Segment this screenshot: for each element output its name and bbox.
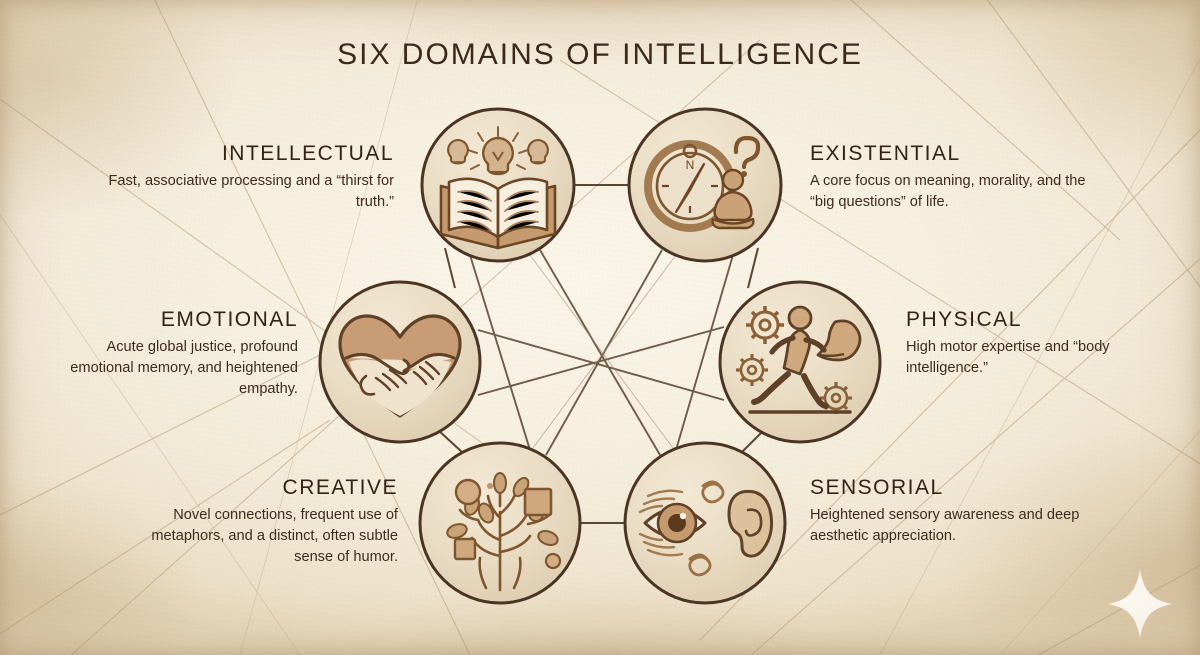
node-existential[interactable]: N [627,107,783,263]
label-physical: PHYSICAL High motor expertise and “body … [906,308,1156,379]
description-emotional: Acute global justice, profound emotional… [70,339,298,397]
description-creative: Novel connections, frequent use of metap… [151,507,398,565]
label-sensorial: SENSORIAL Heightened sensory awareness a… [810,476,1102,547]
page-title: SIX DOMAINS OF INTELLIGENCE [337,38,863,71]
heading-emotional: EMOTIONAL [160,308,298,331]
heading-intellectual: INTELLECTUAL [221,142,394,165]
running-figure-gears-bicep-icon [736,305,862,414]
faint-connection-lines [529,254,677,453]
node-emotional[interactable] [318,280,482,444]
four-point-star-sparkle [1108,570,1172,638]
label-creative: CREATIVE Novel connections, frequent use… [130,476,398,567]
node-creative[interactable] [418,441,582,605]
node-physical[interactable] [718,280,882,444]
connection-lines [437,184,763,524]
description-physical: High motor expertise and “body intellige… [906,339,1110,376]
description-existential: A core focus on meaning, morality, and t… [810,173,1086,210]
heading-existential: EXISTENTIAL [810,142,961,165]
label-existential: EXISTENTIAL A core focus on meaning, mor… [810,142,1102,213]
node-sensorial[interactable] [623,441,787,605]
description-sensorial: Heightened sensory awareness and deep ae… [810,507,1080,544]
label-intellectual: INTELLECTUAL Fast, associative processin… [106,142,394,213]
heading-physical: PHYSICAL [906,308,1022,331]
label-emotional: EMOTIONAL Acute global justice, profound… [50,308,298,399]
open-book-with-lightbulbs-icon [439,126,557,250]
compass-meditating-figure-question-mark-icon: N [644,135,761,232]
eye-ear-spirals-icon [638,480,773,577]
svg-text:N: N [686,158,695,172]
heading-sensorial: SENSORIAL [810,476,944,499]
heading-creative: CREATIVE [282,476,398,499]
node-intellectual[interactable] [420,107,576,263]
branching-tree-with-shapes-icon [446,472,562,592]
cross-connection-lines [469,249,734,456]
heart-with-handshake-icon [338,314,462,418]
description-intellectual: Fast, associative processing and a “thir… [108,173,394,210]
